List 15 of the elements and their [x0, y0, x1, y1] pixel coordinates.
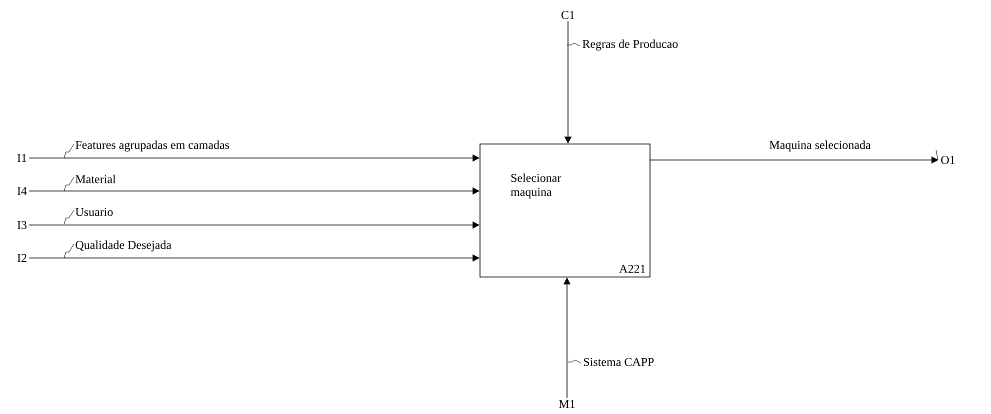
edge-label: Material [64, 174, 116, 192]
boundary-label: C1 [562, 10, 574, 20]
boundary-label: M1 [559, 400, 575, 408]
boundary-label: O1 [941, 156, 955, 164]
boundary-label: I4 [17, 187, 27, 195]
edge-label: Features agrupadas em camadas [64, 140, 230, 158]
edge-label: Regras de Producao [566, 40, 678, 50]
edge-label: Maquina selecionada [770, 140, 938, 160]
edge-label: Qualidade Desejada [64, 240, 172, 258]
boundary-label: I2 [17, 254, 26, 262]
edge-label: Usuario [64, 208, 113, 224]
edge-label: Sistema CAPP [568, 358, 654, 366]
activity-box: Selecionar maquina A221 [480, 144, 650, 278]
boundary-label: I1 [17, 154, 26, 162]
boundary-label: I3 [17, 220, 27, 230]
